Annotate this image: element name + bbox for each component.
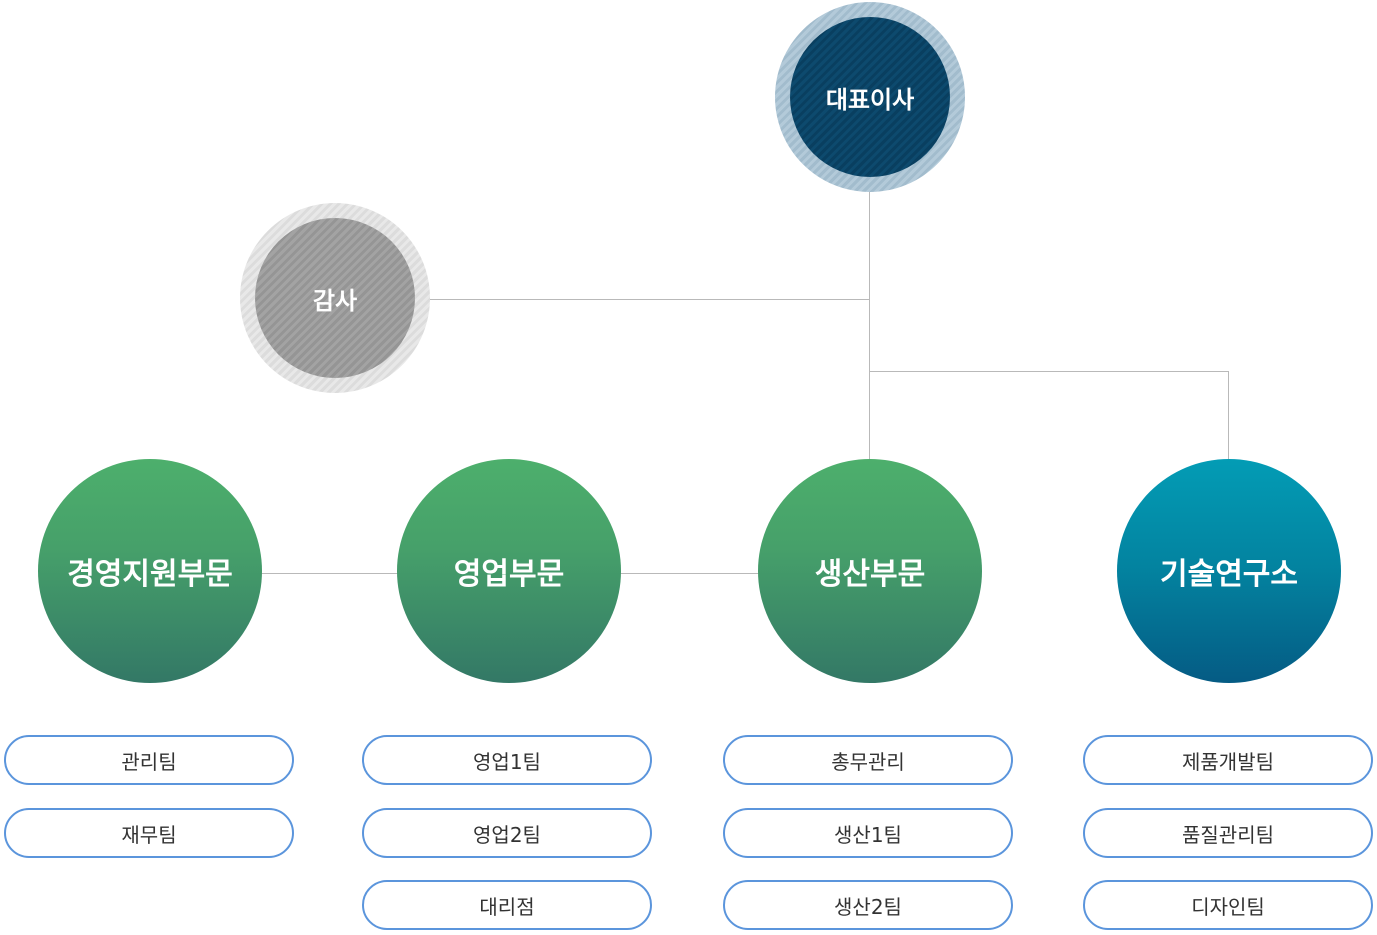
audit-label: 감사 <box>312 286 358 315</box>
team-label: 재무팀 <box>121 822 177 847</box>
division-node-sales: 영업부문 <box>397 459 621 683</box>
team-label: 생산1팀 <box>834 822 902 847</box>
division-node-management: 경영지원부문 <box>38 459 262 683</box>
lab-vertical-connector <box>1228 371 1229 460</box>
team-label: 영업1팀 <box>473 749 541 774</box>
team-label: 품질관리팀 <box>1182 822 1274 847</box>
team-box: 관리팀 <box>4 735 294 785</box>
team-label: 생산2팀 <box>834 894 902 919</box>
team-box: 영업2팀 <box>362 808 652 858</box>
team-box: 생산1팀 <box>723 808 1013 858</box>
division-node-research-lab: 기술연구소 <box>1117 459 1341 683</box>
ceo-vertical-connector <box>869 177 870 460</box>
team-box: 총무관리 <box>723 735 1013 785</box>
division-label: 영업부문 <box>453 557 565 592</box>
team-label: 대리점 <box>479 894 535 919</box>
team-box: 디자인팀 <box>1083 880 1373 930</box>
team-label: 관리팀 <box>121 749 177 774</box>
team-label: 총무관리 <box>831 749 905 774</box>
division-connector-2 <box>620 573 760 574</box>
team-box: 제품개발팀 <box>1083 735 1373 785</box>
team-box: 영업1팀 <box>362 735 652 785</box>
team-label: 제품개발팀 <box>1182 749 1274 774</box>
division-label: 생산부문 <box>814 557 926 592</box>
team-label: 영업2팀 <box>473 822 541 847</box>
division-connector-1 <box>261 573 398 574</box>
lab-horizontal-connector <box>869 371 1229 372</box>
team-box: 대리점 <box>362 880 652 930</box>
ceo-label: 대표이사 <box>825 85 915 114</box>
audit-connector <box>415 299 870 300</box>
ceo-node: 대표이사 <box>790 17 950 177</box>
team-box: 재무팀 <box>4 808 294 858</box>
team-label: 디자인팀 <box>1191 894 1265 919</box>
team-box: 품질관리팀 <box>1083 808 1373 858</box>
division-label: 경영지원부문 <box>67 557 233 592</box>
audit-node: 감사 <box>255 218 415 378</box>
division-node-production: 생산부문 <box>758 459 982 683</box>
division-label: 기술연구소 <box>1160 557 1298 592</box>
team-box: 생산2팀 <box>723 880 1013 930</box>
